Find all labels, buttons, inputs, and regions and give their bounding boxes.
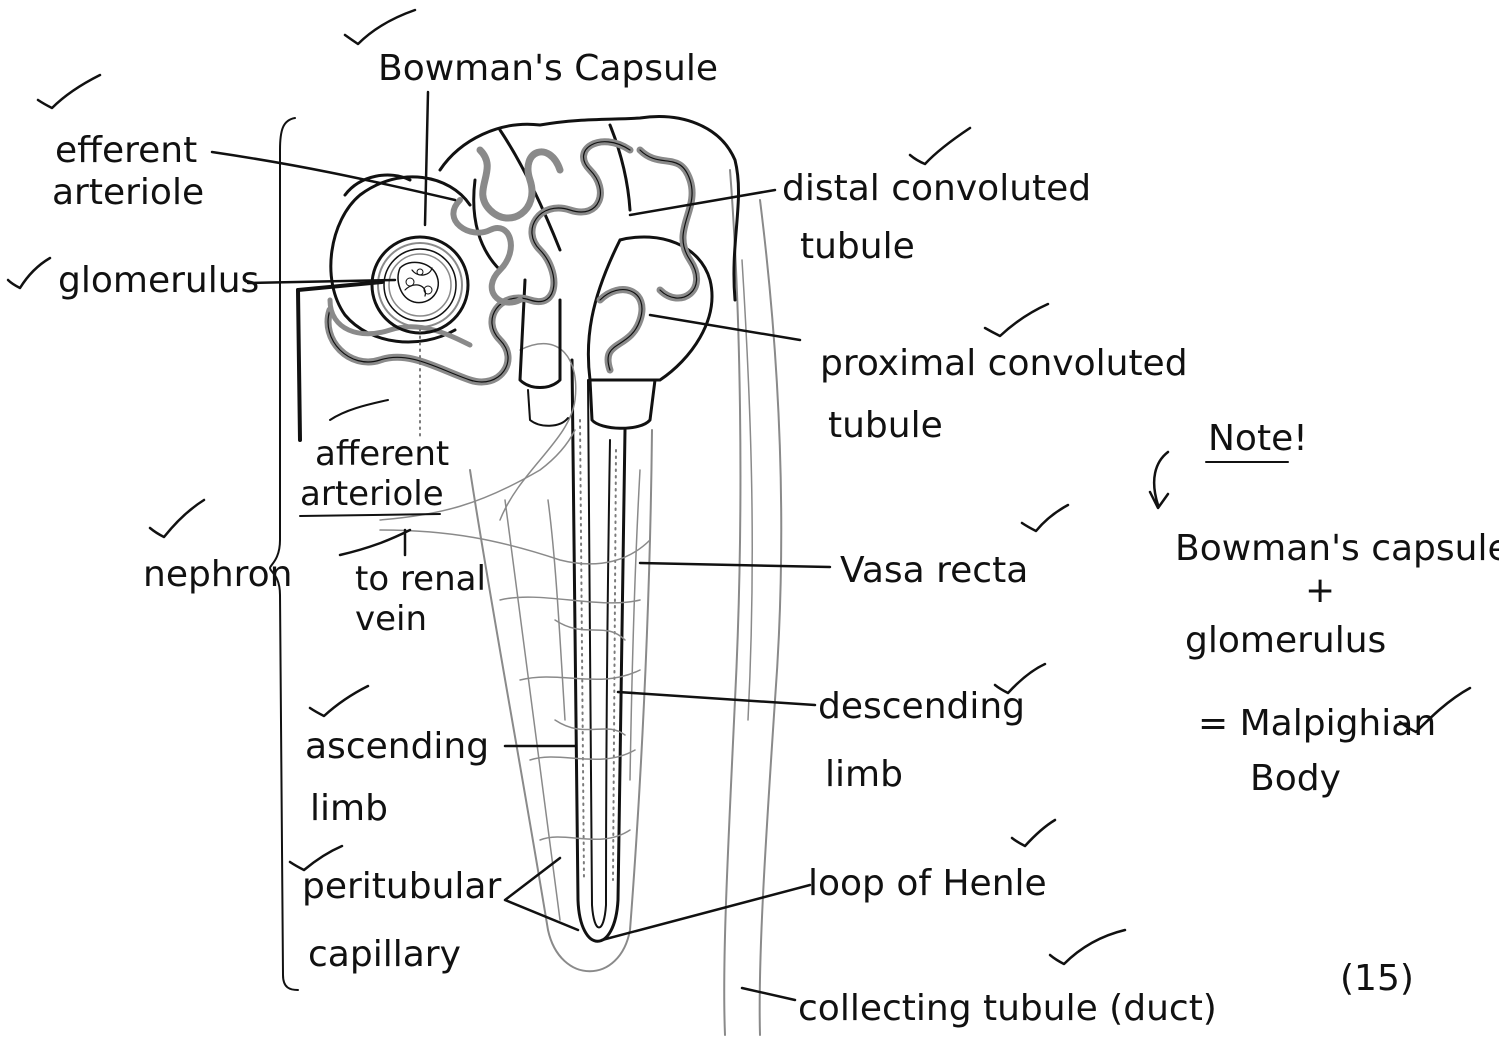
note-heading: Note! xyxy=(1208,418,1308,459)
label-distal-line1: distal convoluted xyxy=(782,168,1091,209)
label-peritubular-line2: capillary xyxy=(308,934,461,975)
leader-descending-limb xyxy=(618,692,815,705)
label-distal-line2: tubule xyxy=(800,226,915,267)
label-distal-convoluted-tubule: distal convoluted tubule xyxy=(782,168,1103,267)
note-line3: = Malpighian xyxy=(1198,703,1436,744)
leader-vasa-recta xyxy=(640,563,830,567)
score: (15) xyxy=(1340,958,1414,999)
label-bowmans-capsule: Bowman's Capsule xyxy=(378,48,718,89)
note-line1: Bowman's capsule xyxy=(1175,528,1499,569)
leader-collecting-tubule xyxy=(742,988,795,1000)
label-proximal-convoluted-tubule: proximal convoluted tubule xyxy=(820,343,1199,446)
label-afferent-line2: arteriole xyxy=(300,474,444,514)
label-to-renal-vein: to renal vein xyxy=(355,559,497,639)
label-efferent-arteriole: efferent arteriole xyxy=(52,130,209,213)
label-peritubular-capillary: peritubular capillary xyxy=(302,866,513,975)
label-efferent-line1: efferent xyxy=(55,130,197,171)
label-glomerulus: glomerulus xyxy=(58,260,259,301)
label-afferent-line1: afferent xyxy=(315,434,449,474)
note-arrow xyxy=(1150,452,1168,508)
label-collecting-tubule: collecting tubule (duct) xyxy=(798,988,1217,1029)
label-proximal-line2: tubule xyxy=(828,405,943,446)
label-renal-line1: to renal xyxy=(355,559,486,599)
note-plus: + xyxy=(1305,570,1335,611)
tick-mark xyxy=(910,128,970,164)
tick-mark xyxy=(1022,505,1068,531)
label-descending-limb: descending limb xyxy=(818,686,1037,795)
tick-mark xyxy=(8,258,50,288)
leader-to-renal-vein xyxy=(340,530,410,555)
leader-afferent-arteriole xyxy=(330,400,388,420)
tick-mark xyxy=(985,304,1048,336)
leader-bowmans-capsule xyxy=(425,92,428,225)
tick-mark xyxy=(1050,930,1125,964)
note-block: Note! Bowman's capsule + glomerulus = Ma… xyxy=(1150,418,1499,799)
leader-proximal-tubule xyxy=(650,315,800,340)
tick-mark xyxy=(1012,820,1055,846)
leader-distal-tubule xyxy=(630,190,775,215)
tick-mark xyxy=(345,10,415,44)
tick-mark xyxy=(150,500,204,537)
label-descending-line2: limb xyxy=(825,754,903,795)
label-peritubular-line1: peritubular xyxy=(302,866,501,907)
label-ascending-limb: ascending limb xyxy=(305,726,501,829)
label-ascending-line2: limb xyxy=(310,788,388,829)
label-proximal-line1: proximal convoluted xyxy=(820,343,1188,384)
convoluted-tubule-coils xyxy=(328,142,697,382)
label-nephron: nephron xyxy=(143,554,292,595)
note-line4: Body xyxy=(1250,758,1341,799)
label-vasa-recta: Vasa recta xyxy=(840,550,1028,591)
label-efferent-line2: arteriole xyxy=(52,172,204,213)
label-descending-line1: descending xyxy=(818,686,1025,727)
label-ascending-line1: ascending xyxy=(305,726,489,767)
label-renal-line2: vein xyxy=(355,599,427,639)
label-afferent-arteriole: afferent arteriole xyxy=(300,434,460,514)
note-line2: glomerulus xyxy=(1185,620,1386,661)
tick-mark xyxy=(38,75,100,108)
label-loop-of-henle: loop of Henle xyxy=(808,863,1047,904)
tick-mark xyxy=(310,686,368,716)
loop-of-henle-tube xyxy=(572,360,625,941)
